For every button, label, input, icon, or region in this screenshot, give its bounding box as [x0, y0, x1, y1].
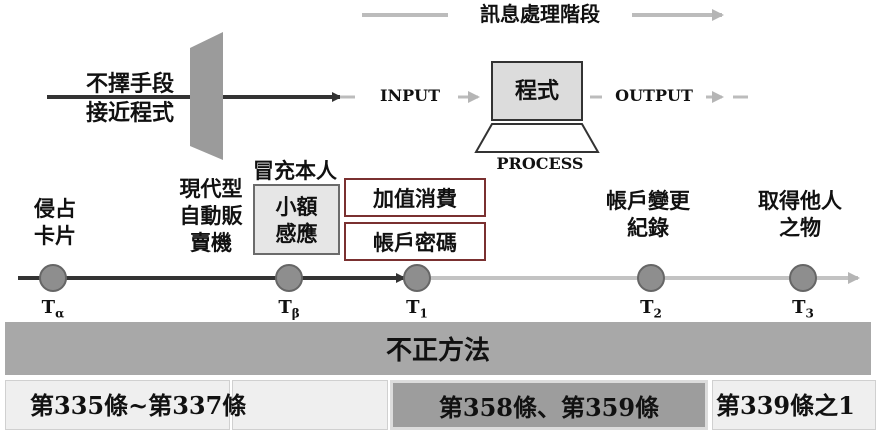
input-label: INPUT [380, 86, 440, 105]
process-keyboard [474, 123, 600, 153]
output-label: OUTPUT [615, 86, 693, 105]
event-label-alpha: 侵占 卡片 [34, 196, 76, 248]
approach-label-line2: 接近程式 [85, 100, 174, 126]
law-label-335-337: 第335條~第337條 [30, 391, 247, 420]
node-t1 [403, 264, 431, 292]
node-t-beta [275, 264, 303, 292]
improper-method-banner: 不正方法 [5, 322, 871, 375]
tick-t2: T2 [640, 297, 662, 321]
law-box-339 [712, 380, 876, 430]
tick-t3: T3 [792, 297, 814, 321]
tick-t-beta: Tβ [278, 297, 300, 321]
phase-title: 訊息處理階段 [480, 2, 600, 26]
wall-shape [190, 32, 223, 160]
value-added-box: 加值消費 [344, 178, 486, 217]
approach-label-line1: 不擇手段 [85, 71, 174, 97]
node-t3 [789, 264, 817, 292]
program-screen [491, 61, 583, 121]
law-box-middle [232, 380, 388, 430]
law-box-358-359: 第358條、第359條 [390, 380, 708, 430]
event-label-t2: 帳戶變更 紀錄 [606, 188, 690, 240]
law-label-339: 第339條之1 [716, 391, 855, 420]
node-t-alpha [39, 264, 67, 292]
tick-t1: T1 [406, 297, 428, 321]
process-label: PROCESS [496, 154, 584, 173]
event-label-beta: 現代型 自動販 賣機 [179, 176, 243, 255]
small-amount-box: 小額 感應 [253, 184, 340, 255]
law-box-left [5, 380, 230, 430]
tick-t-alpha: Tα [41, 297, 65, 321]
program-label: 程式 [514, 78, 559, 104]
node-t2 [637, 264, 665, 292]
account-password-box: 帳戶密碼 [344, 222, 486, 261]
event-label-t3: 取得他人 之物 [758, 188, 842, 240]
impersonate-label: 冒充本人 [253, 158, 337, 183]
